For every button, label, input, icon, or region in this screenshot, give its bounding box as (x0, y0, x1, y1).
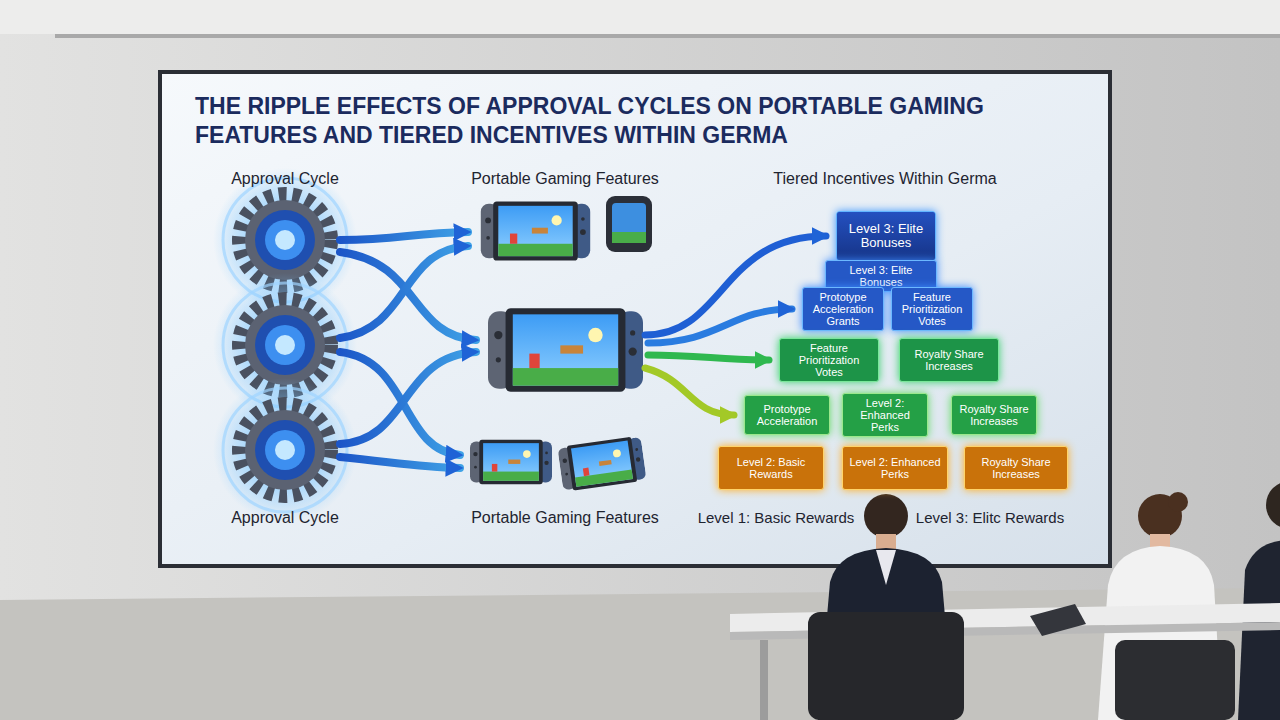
console-device (470, 440, 552, 484)
tier-arrow (645, 236, 826, 415)
gear-icon (265, 325, 305, 365)
console-device (481, 201, 590, 260)
column-label: Level 3: Elitc Rewards (916, 509, 1064, 526)
flow-ribbon (340, 352, 476, 444)
audience-person (876, 550, 896, 585)
incentive-box: Royalty Share Increases (964, 446, 1068, 490)
gear-icon (265, 430, 305, 470)
gear-icon (213, 378, 357, 522)
gear-icon (275, 440, 295, 460)
incentive-box: Feature Prioritization Votes (891, 287, 973, 331)
column-label: Portable Gaming Features (471, 170, 659, 188)
room-floor (0, 588, 1280, 720)
box-text: Level 2: Enhanced Perks (847, 397, 923, 433)
office-chair (1115, 640, 1235, 720)
column-label: Tiered Incentives Within Germa (773, 170, 996, 188)
box-text: Feature Prioritization Votes (784, 342, 874, 378)
gear-icon (245, 410, 325, 490)
box-text: Level 3: Elite Bonuses (841, 222, 931, 251)
box-text: Royalty Share Increases (969, 456, 1063, 480)
incentive-box: Level 2: Basic Rewards (718, 446, 824, 490)
audience-person (1168, 492, 1188, 512)
gear-icon (245, 200, 325, 280)
gear-icon (275, 335, 295, 355)
gear-icon (255, 420, 315, 480)
box-text: Level 2: Basic Rewards (723, 456, 819, 480)
diagram-title: THE RIPPLE EFFECTS OF APPROVAL CYCLES ON… (195, 92, 1085, 150)
console-device (612, 203, 646, 243)
gear-icon (223, 388, 347, 512)
column-label: Approval Cycle (231, 509, 339, 527)
box-text: Level 2: Enhanced Perks (847, 456, 943, 480)
column-label: Portable Gaming Features (471, 509, 659, 527)
flow-ribbon (340, 232, 468, 240)
console-device (606, 196, 652, 252)
incentive-box: Level 2: Enhanced Perks (842, 393, 928, 437)
gear-icon (255, 315, 315, 375)
console-device (557, 435, 646, 492)
box-text: Feature Prioritization Votes (896, 291, 968, 327)
tier-arrow (645, 368, 734, 415)
meeting-table (1030, 604, 1086, 636)
meeting-table (730, 603, 1280, 720)
gear-icon (239, 404, 331, 496)
meeting-table (760, 640, 768, 720)
flow-ribbon (340, 246, 468, 338)
console-device (557, 435, 646, 492)
incentive-box: Royalty Share Increases (951, 395, 1037, 435)
flow-ribbon (340, 457, 460, 468)
office-chair (808, 612, 1235, 720)
incentive-box: Prototype Acceleration (744, 395, 830, 435)
incentive-box: Prototype Acceleration Grants (802, 287, 884, 331)
box-text: Royalty Share Increases (956, 403, 1032, 427)
console-device (470, 196, 652, 492)
gear-icon (275, 230, 295, 250)
presentation-screen (160, 72, 1110, 566)
column-label: Approval Cycle (231, 170, 339, 188)
presentation-screen (160, 72, 1110, 566)
box-text: Prototype Acceleration (749, 403, 825, 427)
console-device (488, 308, 643, 392)
incentive-box: Level 3: Elite Bonuses (836, 211, 936, 261)
audience-person (1266, 481, 1280, 529)
room-floor (0, 588, 1280, 720)
incentive-box: Royalty Share Increases (899, 338, 999, 382)
gear-icon (239, 194, 331, 286)
console-device (612, 232, 646, 243)
tier-arrow (648, 355, 769, 360)
column-label: Level 1: Basic Rewards (698, 509, 855, 526)
box-text: Prototype Acceleration Grants (807, 291, 879, 327)
box-text: Royalty Share Increases (904, 348, 994, 372)
audience-person (864, 494, 908, 538)
room-wall (55, 34, 1280, 38)
office-chair (808, 612, 964, 720)
audience-person (876, 534, 896, 550)
gear-icon (239, 299, 331, 391)
audience-person (1098, 481, 1280, 720)
box-text: Level 3: Elite Bonuses (830, 264, 932, 288)
gear-icon (255, 210, 315, 270)
room-wall (0, 0, 1280, 34)
incentive-box: Feature Prioritization Votes (779, 338, 879, 382)
gear-icon (265, 220, 305, 260)
flow-ribbon (340, 232, 476, 468)
flow-ribbon (340, 252, 476, 340)
gear-icon (213, 378, 357, 522)
tier-arrow (648, 309, 792, 343)
incentive-box: Level 2: Enhanced Perks (842, 446, 948, 490)
gear-icon (245, 305, 325, 385)
